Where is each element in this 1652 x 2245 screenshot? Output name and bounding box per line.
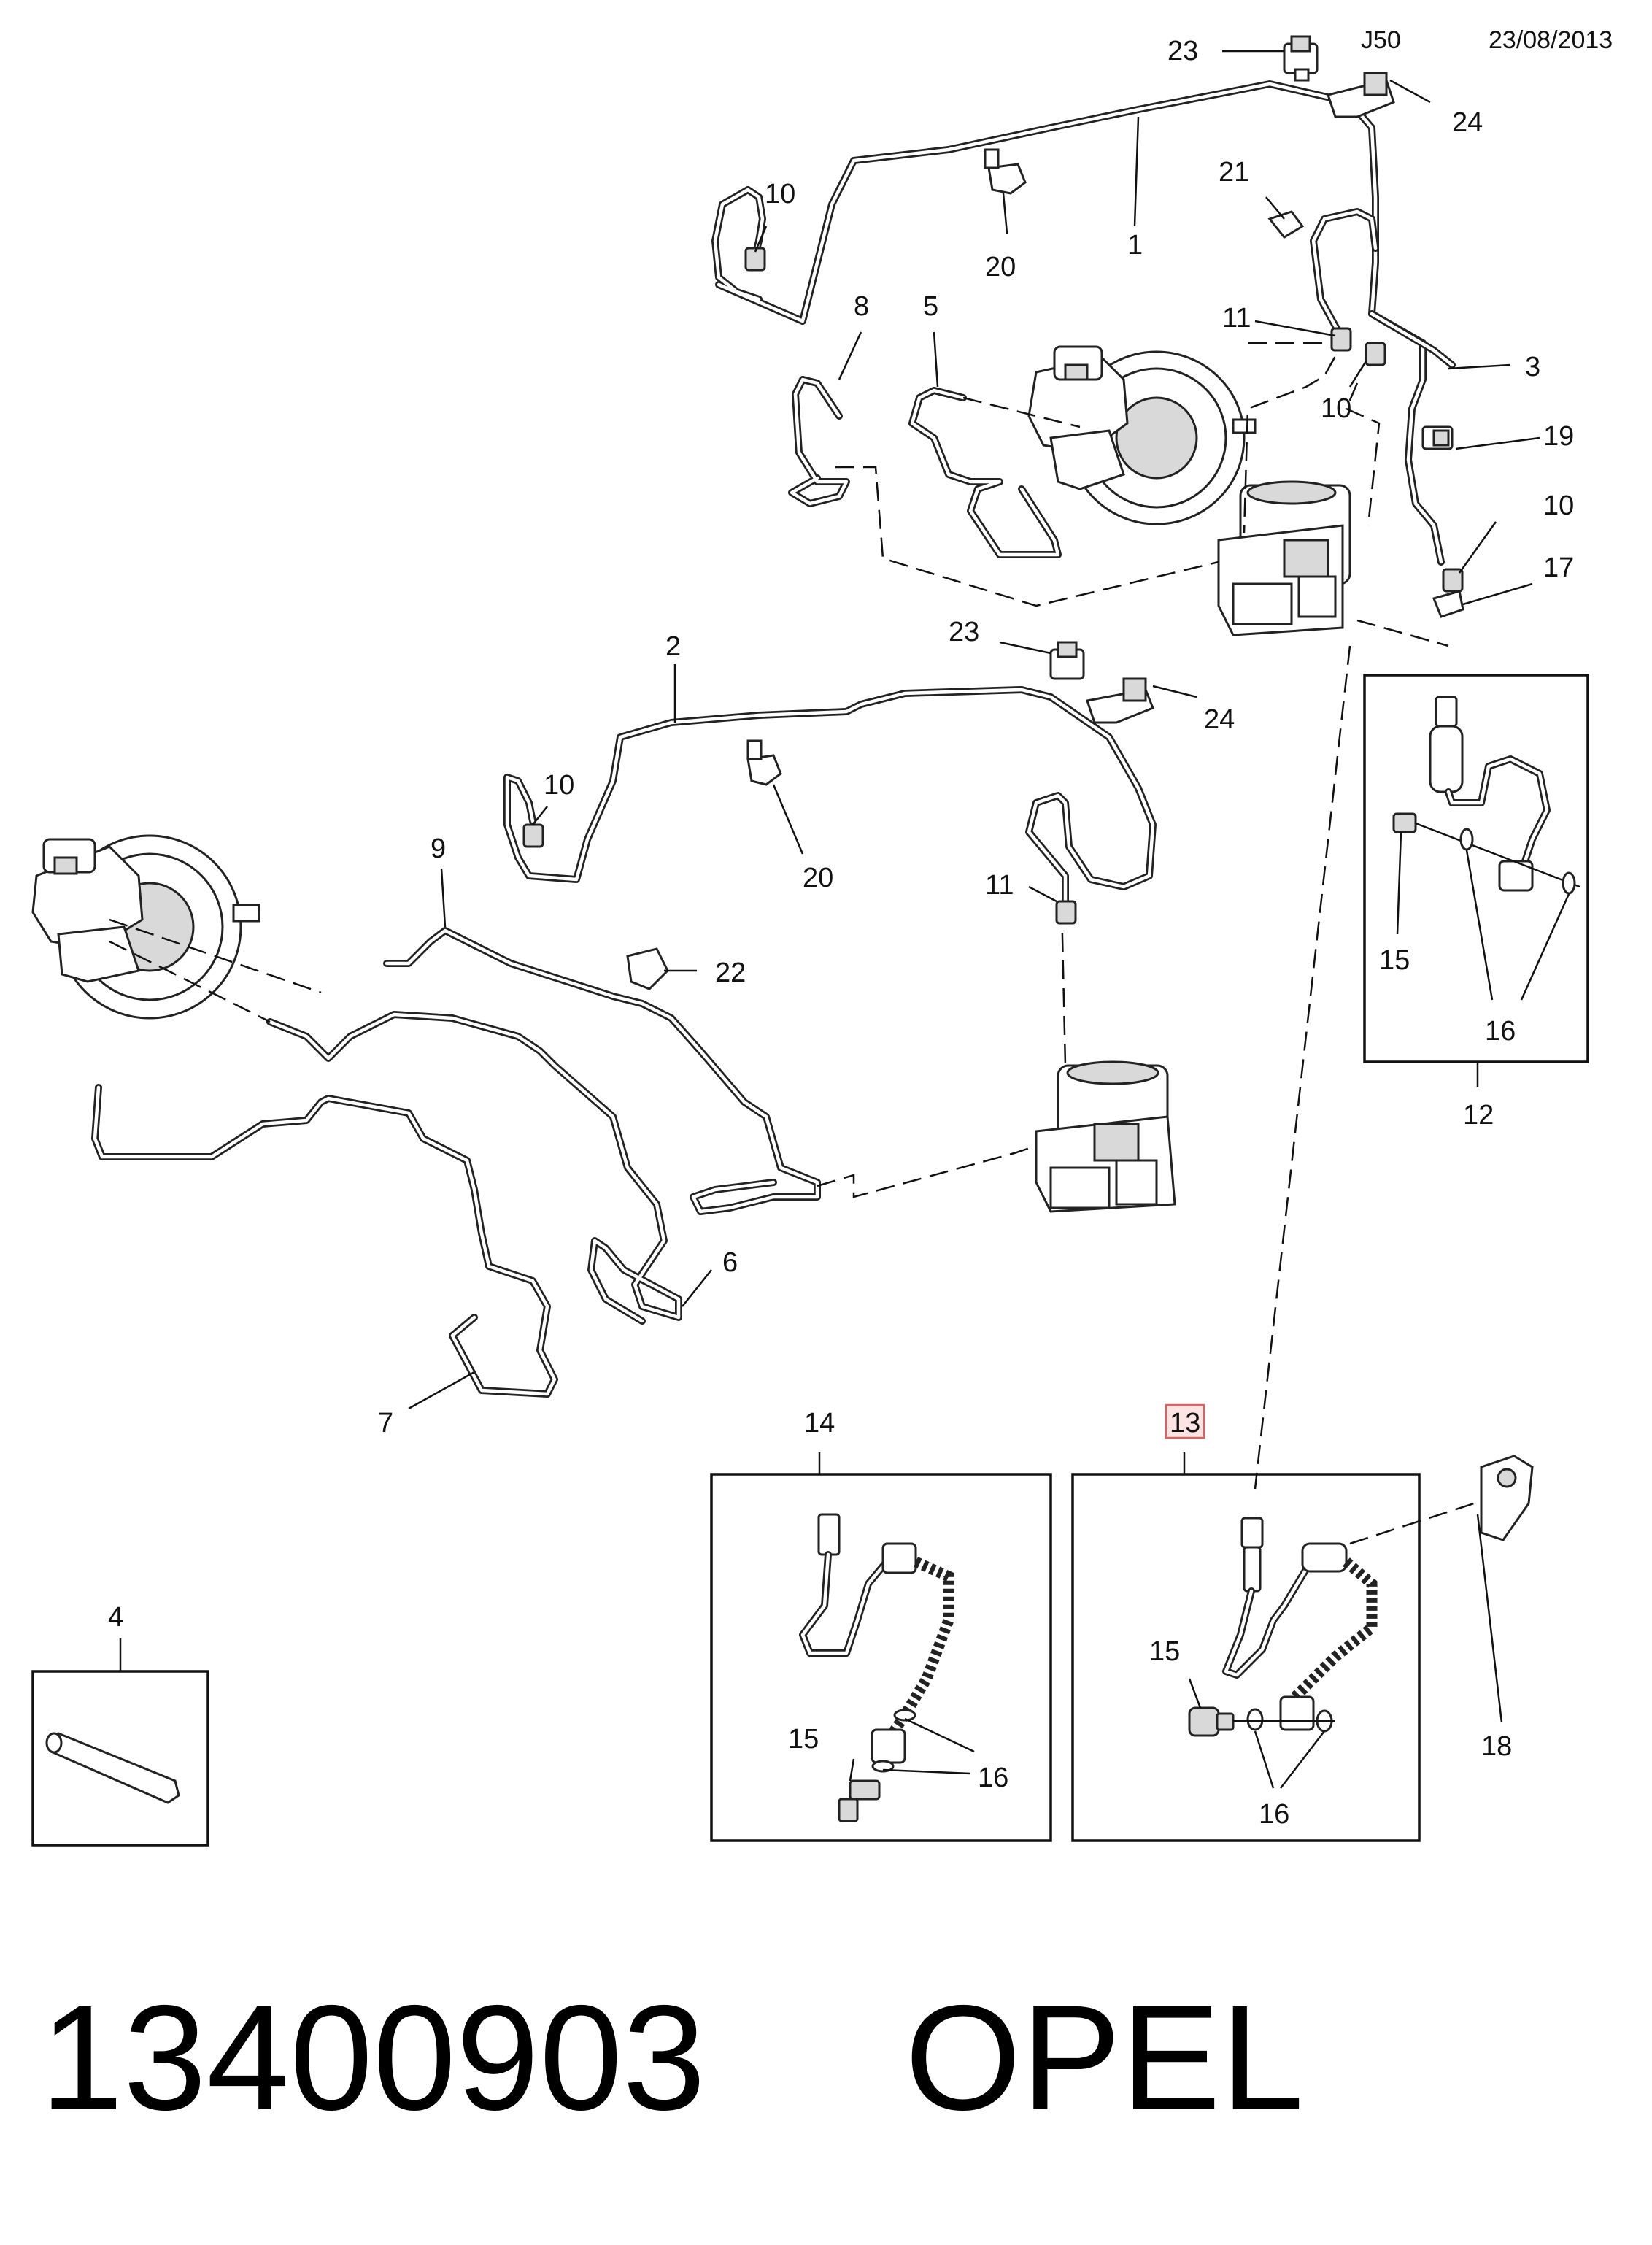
- banjo-bolt-15-kit14[interactable]: [838, 1779, 881, 1822]
- callout-15-kit13: 15: [1149, 1636, 1180, 1667]
- master-cylinder-upper[interactable]: [1027, 345, 1129, 490]
- callout-labels: 23 24 1 10 20 21 8 5 11 3 10 19 10 17 2 …: [108, 36, 1574, 1830]
- washer-16-kit14[interactable]: [871, 1709, 916, 1773]
- brake-pipe-3[interactable]: [1310, 208, 1456, 369]
- kit-box-12: [1363, 674, 1589, 1063]
- callout-19: 19: [1543, 421, 1574, 452]
- callout-18: 18: [1481, 1731, 1512, 1762]
- banjo-bolt-15-kit12[interactable]: [1392, 812, 1580, 888]
- callout-13-highlight: [1165, 1403, 1205, 1439]
- callout-8: 8: [854, 291, 869, 322]
- protective-sleeve-4[interactable]: [45, 1732, 180, 1804]
- callout-1: 1: [1127, 230, 1143, 261]
- callout-20-top: 20: [985, 252, 1016, 282]
- clip-17[interactable]: [1432, 590, 1464, 618]
- union-10-c[interactable]: [1442, 568, 1464, 593]
- callout-24-middle: 24: [1204, 704, 1235, 735]
- clip-21[interactable]: [1267, 210, 1305, 239]
- diagram-code: J50: [1361, 26, 1401, 54]
- brand-name: OPEL: [905, 1974, 1304, 2141]
- callout-21: 21: [1219, 157, 1249, 188]
- connector-19[interactable]: [1421, 425, 1454, 450]
- callout-9: 9: [431, 833, 446, 864]
- brake-hose-12[interactable]: [1429, 696, 1551, 892]
- callout-13[interactable]: 13: [1170, 1408, 1200, 1439]
- callout-17: 17: [1543, 552, 1574, 583]
- part-number: 13400903: [40, 1974, 706, 2141]
- callout-14: 14: [804, 1408, 835, 1439]
- callout-12: 12: [1463, 1100, 1494, 1131]
- callout-22: 22: [715, 958, 746, 988]
- brake-pipe-7[interactable]: [91, 1084, 558, 1398]
- bracket-18[interactable]: [1480, 1455, 1534, 1541]
- callout-15-kit12: 15: [1379, 945, 1410, 976]
- union-11-middle[interactable]: [1055, 900, 1077, 925]
- brake-hose-13[interactable]: [1222, 1517, 1378, 1731]
- brake-pipe-9[interactable]: [383, 927, 821, 1215]
- callout-20-middle: 20: [803, 863, 833, 893]
- callout-2: 2: [665, 631, 681, 662]
- union-10-a[interactable]: [744, 247, 766, 272]
- clip-22[interactable]: [626, 947, 669, 990]
- callout-3: 3: [1525, 352, 1540, 382]
- brake-pipe-6[interactable]: [266, 1011, 682, 1325]
- callout-16-kit13: 16: [1259, 1799, 1289, 1830]
- callout-11-middle: 11: [985, 870, 1014, 901]
- brake-pipe-2[interactable]: [503, 686, 1157, 909]
- callout-10-b: 10: [1321, 393, 1351, 424]
- callout-16-kit12: 16: [1485, 1016, 1516, 1047]
- banjo-bolt-15-kit13[interactable]: [1188, 1706, 1235, 1737]
- brake-hose-14[interactable]: [799, 1513, 954, 1764]
- clip-24-middle[interactable]: [1086, 677, 1154, 724]
- callout-4: 4: [108, 1602, 123, 1633]
- callout-10-c: 10: [1543, 490, 1574, 521]
- union-11-top[interactable]: [1330, 327, 1352, 352]
- callout-10-d: 10: [544, 770, 574, 801]
- brake-pipe-1[interactable]: [711, 80, 1445, 566]
- callout-23-top: 23: [1167, 36, 1198, 66]
- union-10-b[interactable]: [1365, 342, 1386, 366]
- washer-16-kit12[interactable]: [1459, 828, 1576, 895]
- callout-7: 7: [378, 1408, 393, 1439]
- callout-15-kit14: 15: [788, 1724, 819, 1755]
- callout-5: 5: [923, 291, 938, 322]
- diagram-date: 23/08/2013: [1489, 26, 1613, 54]
- leader-lines: [119, 50, 1570, 1789]
- clip-23-middle[interactable]: [1049, 641, 1085, 680]
- union-10-d[interactable]: [522, 823, 544, 848]
- brake-pipe-8[interactable]: [788, 376, 850, 507]
- kit-box-13: [1071, 1473, 1421, 1842]
- callout-11-top: 11: [1222, 303, 1251, 334]
- abs-modulator-lower[interactable]: [1035, 1060, 1176, 1213]
- abs-modulator-upper[interactable]: [1217, 480, 1351, 636]
- callout-10-a: 10: [765, 179, 795, 209]
- master-cylinder-lower[interactable]: [31, 838, 144, 983]
- kit-box-14: [710, 1473, 1052, 1842]
- clip-23-top[interactable]: [1283, 35, 1319, 82]
- clip-20-middle[interactable]: [746, 739, 782, 786]
- callout-24-top: 24: [1452, 107, 1483, 138]
- callout-23-middle: 23: [949, 617, 979, 647]
- clip-20-top[interactable]: [984, 148, 1027, 195]
- brake-pipe-5[interactable]: [908, 387, 1062, 558]
- callout-16-kit14: 16: [978, 1763, 1008, 1793]
- callout-6: 6: [722, 1247, 738, 1278]
- clip-24-top[interactable]: [1327, 72, 1395, 118]
